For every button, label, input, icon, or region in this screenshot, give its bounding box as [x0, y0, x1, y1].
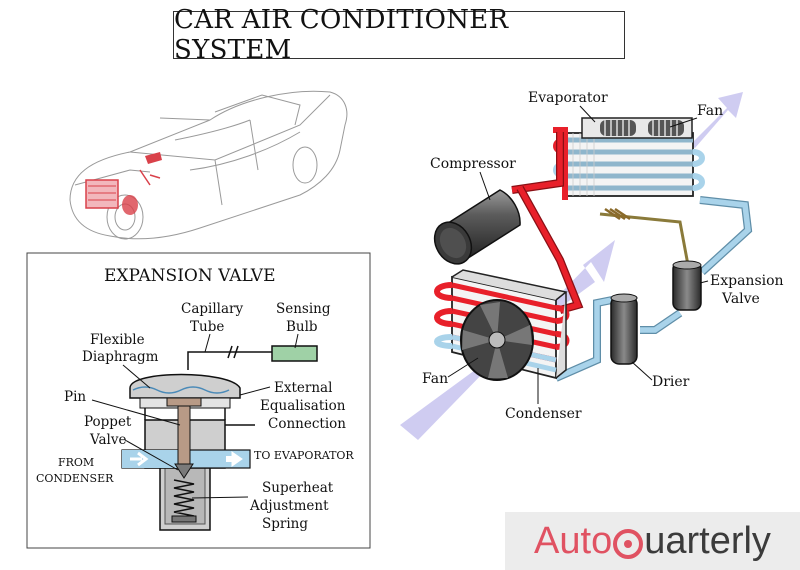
label-compressor: Compressor: [430, 156, 516, 172]
superheat-spring: [171, 479, 197, 523]
compressor: [433, 189, 521, 265]
label-condenser: Condenser: [505, 406, 582, 422]
label-superheat-3: Spring: [262, 516, 308, 532]
label-external-3: Connection: [268, 416, 346, 432]
label-expansion-2: Valve: [721, 291, 760, 307]
brand-logo-part-2: uarterly: [644, 519, 771, 562]
valve-body: [129, 351, 241, 531]
label-fan-top: Fan: [697, 103, 723, 119]
valve-heading: EXPANSION VALVE: [104, 266, 275, 286]
label-sensing-1: Sensing: [276, 301, 331, 317]
label-external-1: External: [274, 380, 332, 396]
evaporator: [553, 117, 705, 200]
capillary-line: [599, 212, 690, 266]
label-external-2: Equalisation: [260, 398, 346, 414]
brand-logo: Auto uarterly: [505, 512, 800, 570]
brand-logo-part-1: Auto: [534, 519, 613, 562]
label-fan-bottom: Fan: [422, 371, 448, 387]
label-expansion-1: Expansion: [710, 273, 784, 289]
condenser: [434, 269, 570, 381]
drier: [610, 293, 638, 365]
label-superheat-2: Adjustment: [249, 498, 329, 514]
label-from-1: FROM: [58, 456, 94, 469]
refrigerant-lines: [511, 132, 753, 382]
condenser-fan: [460, 299, 534, 381]
airflow-arrow-top: [690, 92, 743, 148]
label-poppet-1: Poppet: [84, 414, 132, 430]
label-from-2: CONDENSER: [36, 472, 114, 485]
page-title: CAR AIR CONDITIONER SYSTEM: [173, 5, 625, 65]
capillary-tube: [210, 345, 272, 359]
label-capillary-2: Tube: [190, 319, 224, 335]
label-evaporator: Evaporator: [528, 90, 608, 106]
system-labels: Evaporator Fan Compressor Expansion Valv…: [422, 90, 784, 422]
label-pin: Pin: [64, 389, 86, 405]
expansion-valve-panel: EXPANSION VALVE: [26, 252, 371, 549]
airflow-arrow-bottom: [400, 240, 615, 440]
car-illustration: [69, 90, 348, 240]
label-sensing-2: Bulb: [286, 319, 318, 335]
car-ac-components: [85, 152, 162, 215]
label-flexible-1: Flexible: [90, 332, 145, 348]
wheel-icon: [613, 529, 644, 559]
sensing-bulb: [271, 345, 318, 362]
label-capillary-1: Capillary: [181, 301, 243, 317]
label-drier: Drier: [652, 374, 690, 390]
valve-pin: [166, 397, 202, 479]
label-superheat-1: Superheat: [262, 480, 334, 496]
label-to-evaporator: TO EVAPORATOR: [254, 449, 354, 462]
expansion-valve-component: [672, 260, 702, 311]
label-poppet-2: Valve: [89, 432, 127, 448]
label-flexible-2: Diaphragm: [82, 349, 159, 365]
